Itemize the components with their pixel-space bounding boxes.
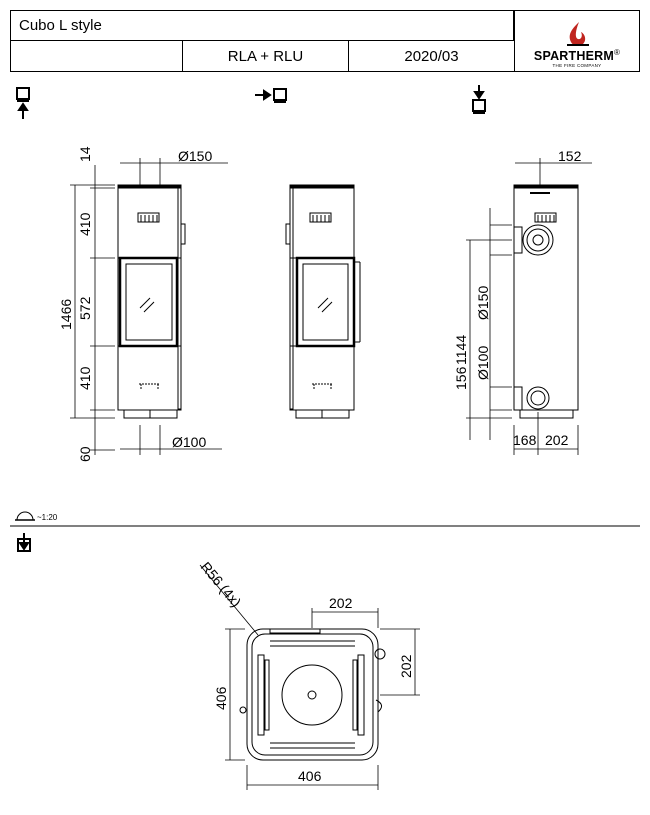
- scale-text: ~1:20: [37, 513, 58, 522]
- plan-view: [239, 628, 386, 761]
- front-dim-14: 14: [77, 146, 93, 162]
- front-view: [117, 184, 186, 419]
- plan-dim-406-bottom: 406: [298, 768, 322, 784]
- plan-dim-406-left: 406: [213, 686, 229, 710]
- scale-icon: [15, 511, 35, 521]
- front-dim-410a: 410: [77, 212, 93, 236]
- flame-icon: [567, 21, 589, 46]
- plan-view-icon: [17, 533, 31, 552]
- back-dims: [466, 158, 592, 455]
- plan-radius-dim: R56 (4x): [198, 559, 245, 610]
- view-back-icon: [472, 85, 486, 114]
- front-dims: [70, 158, 228, 455]
- brand-tagline: THE FIRE COMPANY: [552, 63, 602, 68]
- plan-dim-202-top: 202: [329, 595, 353, 611]
- front-dim-572: 572: [77, 296, 93, 320]
- front-dim-1466: 1466: [58, 299, 74, 330]
- view-front-icon: [16, 87, 30, 119]
- registered-mark: ®: [613, 47, 621, 57]
- front-dim-60: 60: [77, 446, 93, 462]
- front-dim-410b: 410: [77, 366, 93, 390]
- plan-dim-202-right: 202: [398, 654, 414, 678]
- side-dim-1144: 1144: [453, 335, 469, 365]
- side-inlet-dim: Ø100: [475, 346, 491, 380]
- side-flue-dim: Ø150: [475, 286, 491, 320]
- side-view: [285, 184, 361, 419]
- side-dim-156: 156: [453, 366, 469, 390]
- front-flue-dim: Ø150: [178, 148, 212, 164]
- brand-name: SPARTHERM: [533, 49, 614, 63]
- brand-logo: SPARTHERM® THE FIRE COMPANY: [514, 10, 640, 72]
- side-dim-202: 202: [545, 432, 569, 448]
- side-dim-168: 168: [513, 432, 537, 448]
- title-block: Cubo L style RLA + RLU 2020/03 SPARTHERM…: [10, 10, 640, 72]
- plan-dims: [199, 564, 420, 790]
- side-top-dim: 152: [558, 148, 582, 164]
- back-view: [513, 184, 579, 419]
- view-side-icon: [255, 88, 287, 103]
- front-inlet-dim: Ø100: [172, 434, 206, 450]
